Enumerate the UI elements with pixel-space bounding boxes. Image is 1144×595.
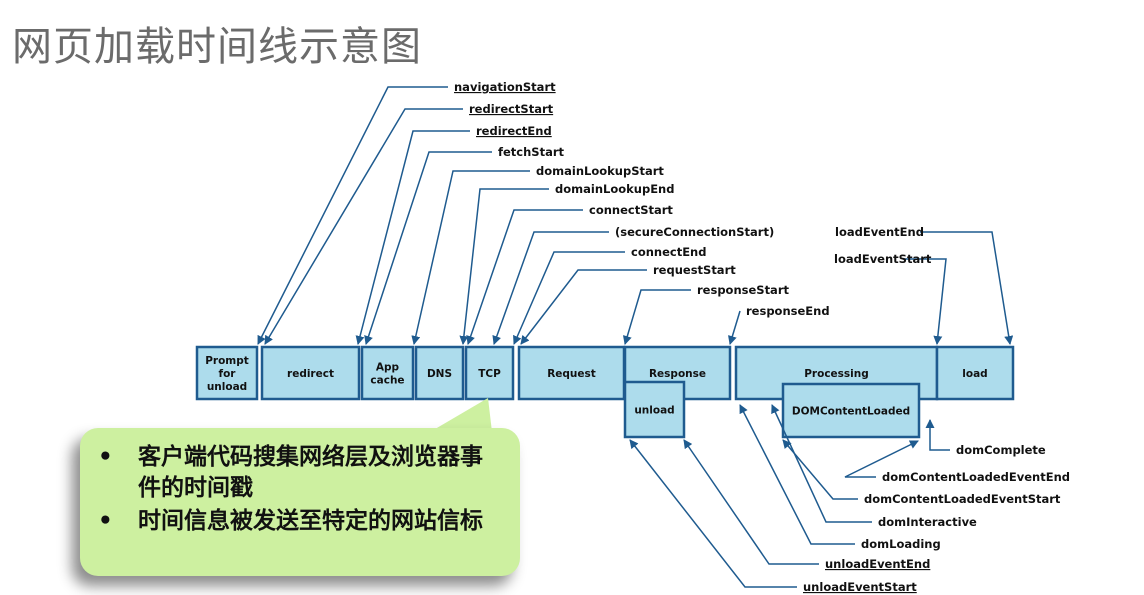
event-arrow-requestStart — [520, 269, 647, 345]
phase-load-box — [935, 345, 1015, 401]
event-label-responseEnd: responseEnd — [746, 304, 830, 318]
event-label-loadEventStart: loadEventStart — [834, 252, 932, 266]
phase-dns-label: DNS — [427, 368, 452, 380]
event-label-domComplete: domComplete — [956, 443, 1046, 457]
event-arrow-domainLookupStart — [411, 170, 530, 345]
event-arrow-redirectEnd — [355, 130, 470, 345]
phase-prompt-label: Prompt — [205, 355, 249, 367]
phase-unload-box — [623, 380, 686, 439]
phase-appcache-label: cache — [370, 375, 404, 387]
event-arrow-connectEnd — [513, 251, 625, 345]
phase-response-label: Response — [649, 368, 706, 380]
event-label-domLoading: domLoading — [861, 537, 941, 551]
event-label-redirectStart: redirectStart — [469, 102, 554, 116]
event-label-domainLookupStart: domainLookupStart — [536, 164, 664, 178]
phase-tcp-box — [464, 345, 515, 401]
event-arrow-navigationStart — [257, 86, 448, 345]
phase-redirect-box — [260, 345, 361, 401]
phase-dns: DNS — [414, 345, 465, 401]
phase-redirect-label: redirect — [287, 368, 334, 380]
event-arrow-unloadEventStart — [629, 439, 797, 588]
phase-dcl-box — [781, 382, 921, 439]
event-arrow-connectStart — [466, 209, 583, 345]
phase-prompt-box — [195, 345, 259, 401]
phase-load-label: load — [962, 368, 987, 380]
event-label-unloadEventStart: unloadEventStart — [803, 580, 917, 594]
phase-tcp-label: TCP — [478, 368, 501, 380]
event-arrow-domContentLoadedEventStart — [782, 439, 858, 500]
event-labels: navigationStart redirectStart redirectEnd f… — [454, 80, 1070, 594]
phase-unload: unload — [623, 380, 686, 439]
phase-load: load — [935, 345, 1015, 401]
event-label-requestStart: requestStart — [653, 263, 736, 277]
event-arrow-domContentLoadedEventEnd — [844, 440, 919, 478]
event-arrow-redirectStart — [264, 108, 463, 345]
event-arrow-fetchStart — [364, 151, 492, 345]
phase-dcl-label: DOMContentLoaded — [792, 406, 910, 418]
callout-pointer-shape — [430, 398, 492, 432]
event-arrow-responseEnd — [728, 310, 741, 345]
phase-tcp: TCP — [464, 345, 515, 401]
event-label-navigationStart: navigationStart — [454, 80, 556, 94]
event-arrow-domComplete — [925, 419, 950, 451]
event-arrow-domainLookupEnd — [459, 188, 549, 345]
phase-prompt-label: unload — [207, 381, 247, 393]
callout-box: 客户端代码搜集网络层及浏览器事件的时间戳 时间信息被发送至特定的网站信标 — [80, 428, 520, 576]
event-label-domInteractive: domInteractive — [878, 515, 977, 529]
callout-bullet-2: 时间信息被发送至特定的网站信标 — [98, 506, 488, 537]
event-label-redirectEnd: redirectEnd — [476, 124, 552, 138]
event-label-domContentLoadedEventEnd: domContentLoadedEventEnd — [882, 470, 1070, 484]
event-label-unloadEventEnd: unloadEventEnd — [825, 557, 930, 571]
event-arrow-secureConnectionStart — [492, 231, 609, 345]
event-arrow-loadEventStart — [903, 258, 947, 345]
event-label-connectEnd: connectEnd — [631, 245, 706, 259]
callout-pointer — [430, 398, 492, 432]
phase-request-box — [517, 345, 626, 401]
phase-processing-label: Processing — [804, 368, 869, 380]
phase-unload-label: unload — [634, 405, 674, 417]
event-label-connectStart: connectStart — [589, 203, 673, 217]
event-arrows — [257, 86, 1014, 588]
event-arrow-responseStart — [622, 289, 691, 345]
event-arrow-unloadEventEnd — [683, 439, 819, 565]
callout-bullet-1: 客户端代码搜集网络层及浏览器事件的时间戳 — [98, 442, 488, 504]
event-label-loadEventEnd: loadEventEnd — [835, 225, 924, 239]
event-label-domContentLoadedEventStart: domContentLoadedEventStart — [864, 492, 1061, 506]
event-label-fetchStart: fetchStart — [498, 145, 565, 159]
phase-prompt-label: for — [219, 368, 237, 380]
event-arrow-domInteractive — [771, 404, 872, 523]
event-arrow-loadEventEnd — [920, 231, 1014, 345]
event-label-responseStart: responseStart — [697, 283, 789, 297]
phase-appcache-box — [360, 345, 415, 401]
callout-list: 客户端代码搜集网络层及浏览器事件的时间戳 时间信息被发送至特定的网站信标 — [80, 428, 520, 537]
phase-request-label: Request — [547, 368, 596, 380]
phase-dns-box — [414, 345, 465, 401]
phase-redirect: redirect — [260, 345, 361, 401]
phase-request: Request — [517, 345, 626, 401]
event-label-secureConnectionStart: (secureConnectionStart) — [615, 225, 774, 239]
page-title: 网页加载时间线示意图 — [12, 24, 422, 70]
event-arrow-domLoading — [739, 404, 855, 545]
event-label-domainLookupEnd: domainLookupEnd — [555, 182, 674, 196]
phase-appcache-label: App — [376, 362, 400, 374]
phase-dcl: DOMContentLoaded — [781, 382, 921, 439]
